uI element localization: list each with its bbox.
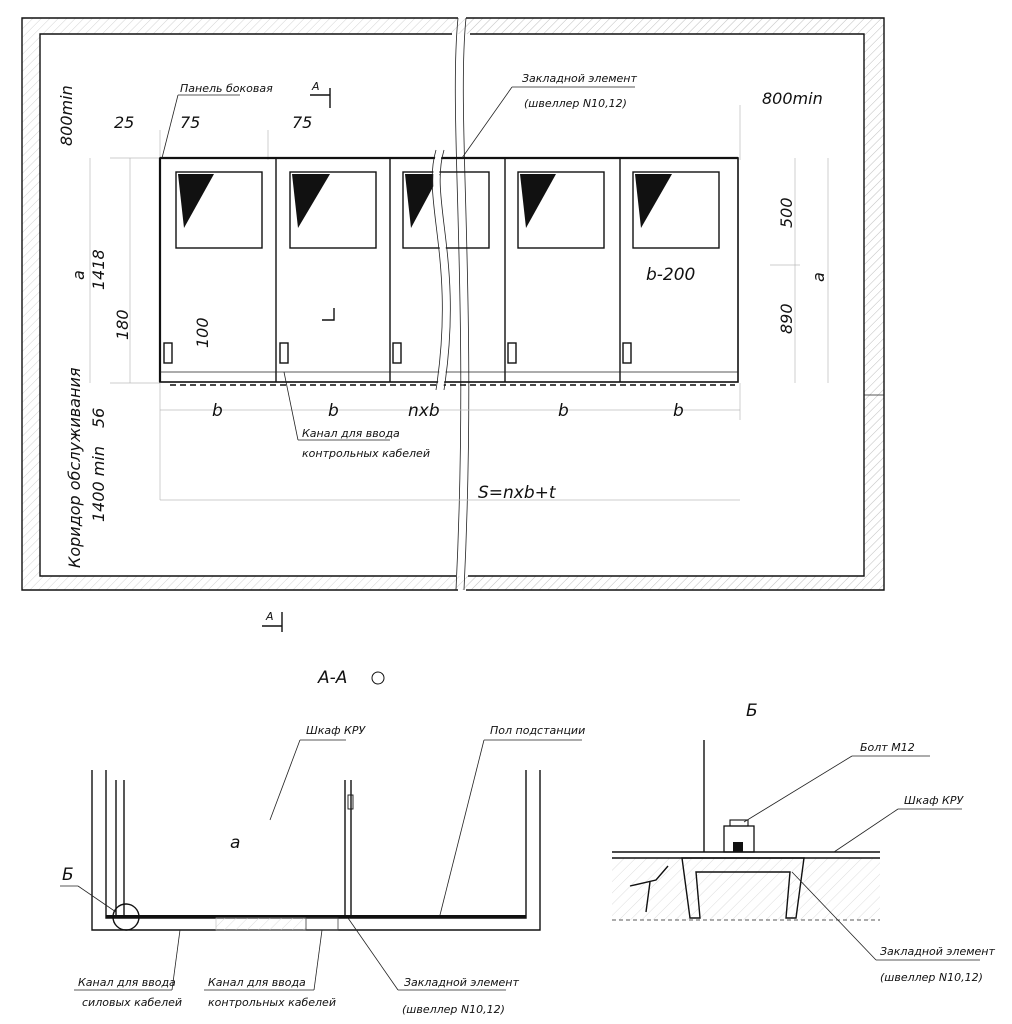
cabinet-window-5 [632,171,720,249]
dim-890: 890 [777,303,796,334]
control-channel-label-plan-2: контрольных кабелей [302,447,430,460]
section-cabinet-label: Шкаф КРУ [306,724,366,737]
dim-800min-left: 800min [57,85,76,146]
dimension-lines [89,105,829,501]
embedded-element-label: Закладной элемент [522,72,637,85]
dim-180: 180 [113,309,132,340]
power-channel-label-1: Канал для ввода [78,976,176,989]
cabinet-window-3 [402,171,490,249]
dim-bottom-3: nxb [408,401,440,421]
dim-bottom-1: b [212,401,223,421]
section-mark-top: A [310,80,331,108]
section-floor-label: Пол подстанции [490,724,585,737]
bolt-label: Болт М12 [860,741,915,754]
detail-embedded-label-1: Закладной элемент [880,945,995,958]
room-walls [21,17,885,591]
side-panel-label: Панель боковая [180,82,273,95]
switchgear-lineup [158,149,739,391]
dim-56: 56 [89,408,108,428]
plan-view: Панель боковая Закладной элемент (швелле… [21,17,885,632]
formula: S=nxb+t [478,483,557,503]
dim-500: 500 [777,197,796,228]
dim-100: 100 [193,317,212,348]
dim-bottom-5: b [673,401,684,421]
dim-25: 25 [114,113,134,132]
control-channel-label-plan: Канал для ввода [302,427,400,440]
section-embedded-label-2: (швеллер N10,12) [402,1003,505,1016]
dim-b-200: b-200 [646,265,695,285]
dim-1418: 1418 [89,249,108,290]
dim-800min-right: 800min [762,89,823,108]
dim-bottom-2: b [328,401,339,421]
detail-b: Б Болт М12 Шкаф КРУ Закладной элемент (ш… [612,701,995,984]
section-embedded-label-1: Закладной элемент [404,976,519,989]
control-channel-label-2: контрольных кабелей [208,996,336,1009]
dim-bottom-4: b [558,401,569,421]
cabinet-window-2 [289,171,377,249]
detail-cabinet-label: Шкаф КРУ [904,794,964,807]
dim-1400min: 1400 min [89,446,108,522]
section-title: А-А [317,668,347,688]
section-a-a: А-А Шкаф КРУ Пол подстанции a Б Канал дл… [60,668,585,1016]
cabinet-window-1 [175,171,263,249]
section-dim-a: a [230,833,240,853]
dim-a-right: a [809,272,828,282]
dim-75-b: 75 [292,113,312,132]
section-mark-bottom: A [262,610,283,632]
embedded-element-spec: (швеллер N10,12) [524,97,627,110]
control-channel-label-1: Канал для ввода [208,976,306,989]
callout-b-label: Б [62,865,74,885]
detail-embedded-label-2: (швеллер N10,12) [880,971,983,984]
power-channel-label-2: силовых кабелей [82,996,182,1009]
svg-text:A: A [265,610,274,623]
svg-text:A: A [311,80,320,93]
service-corridor-label: Коридор обслуживания [65,367,84,568]
dim-75-a: 75 [180,113,200,132]
detail-title: Б [746,701,758,721]
cabinet-window-4 [517,171,605,249]
dim-a-left: a [69,270,88,280]
